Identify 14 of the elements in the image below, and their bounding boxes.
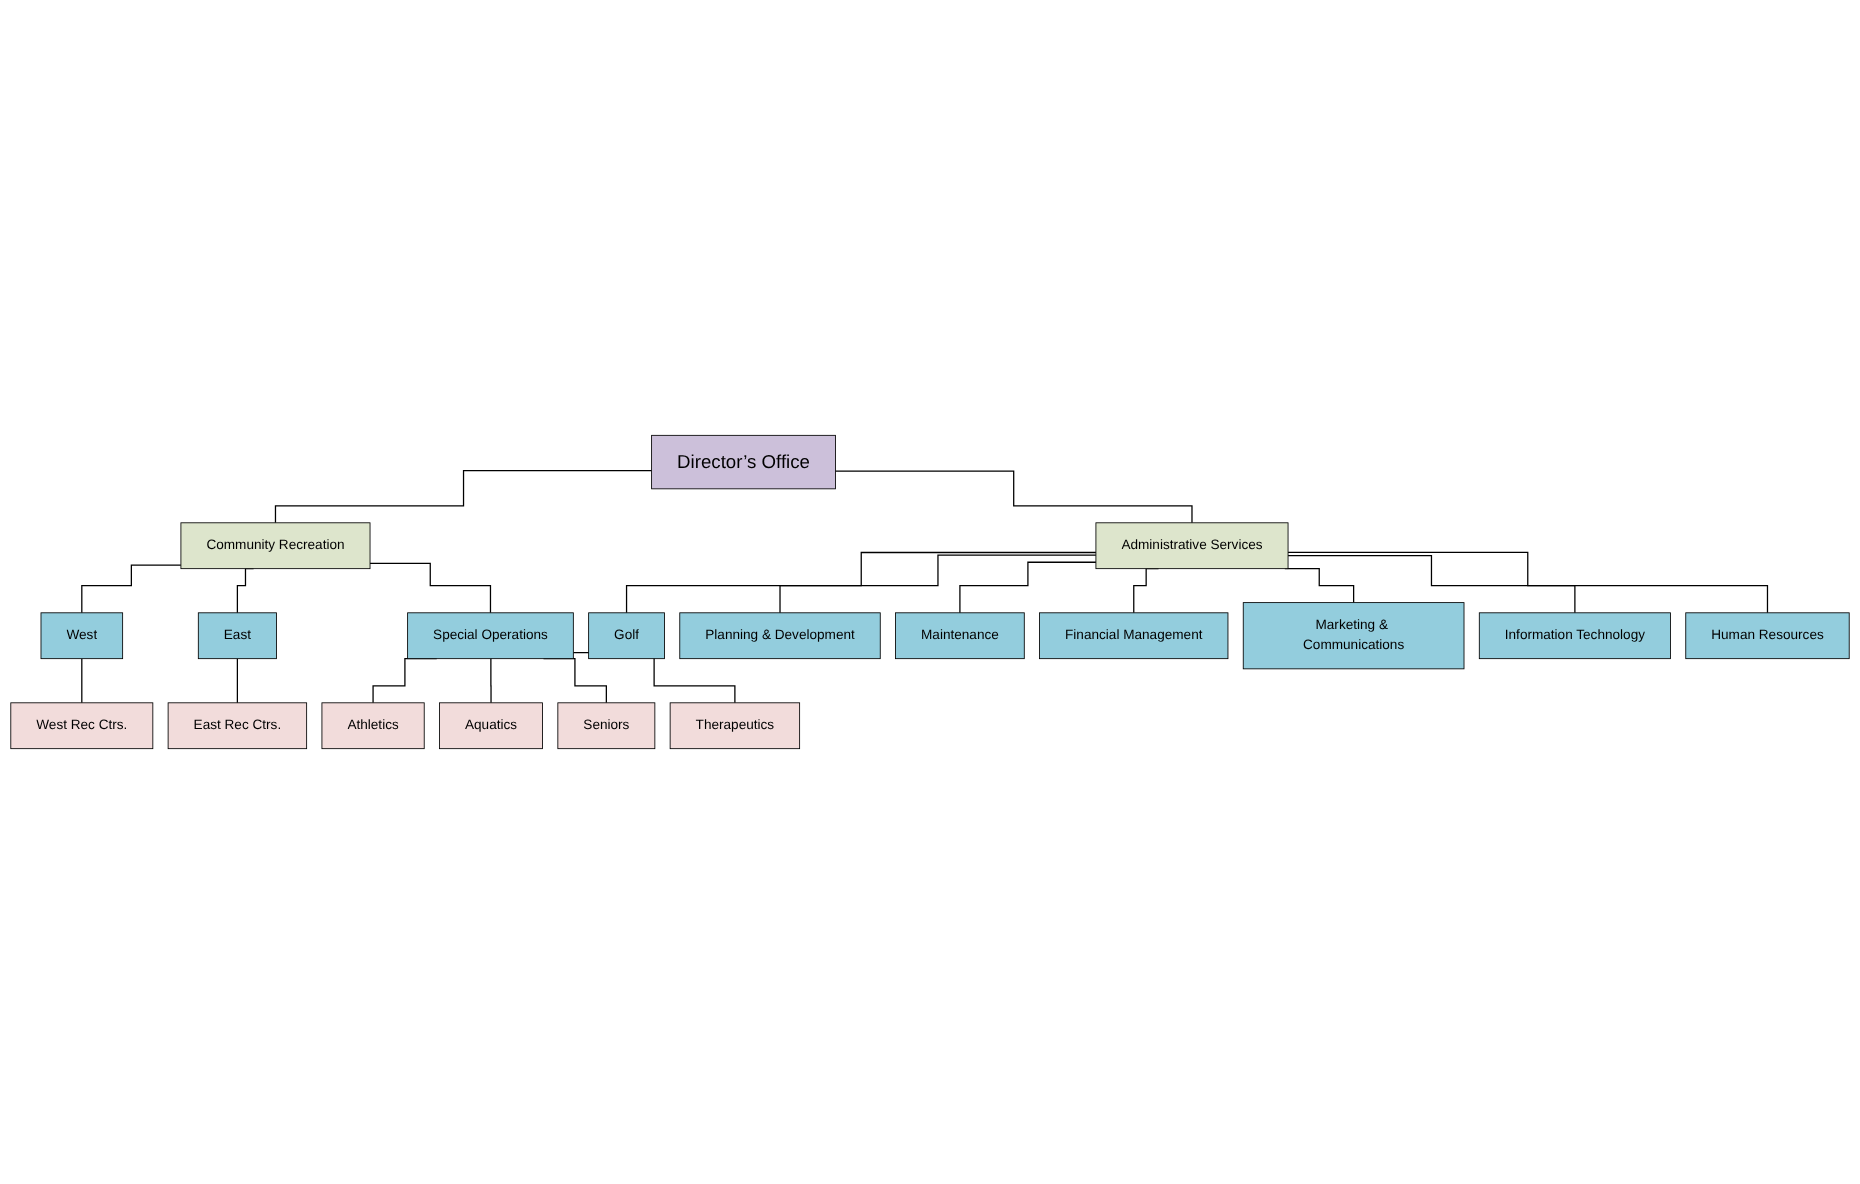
connector [490,658,492,704]
connector [369,562,492,614]
connector [959,561,1097,614]
connector [1284,568,1355,604]
connector [81,658,83,704]
node-box: Director’s Office [651,434,836,490]
connector [274,470,653,524]
connector [236,658,238,704]
connector [834,470,1193,524]
connector [1287,555,1576,614]
connector [1287,551,1769,614]
connector [81,564,182,614]
connector [779,554,1097,614]
connector [625,551,1097,614]
